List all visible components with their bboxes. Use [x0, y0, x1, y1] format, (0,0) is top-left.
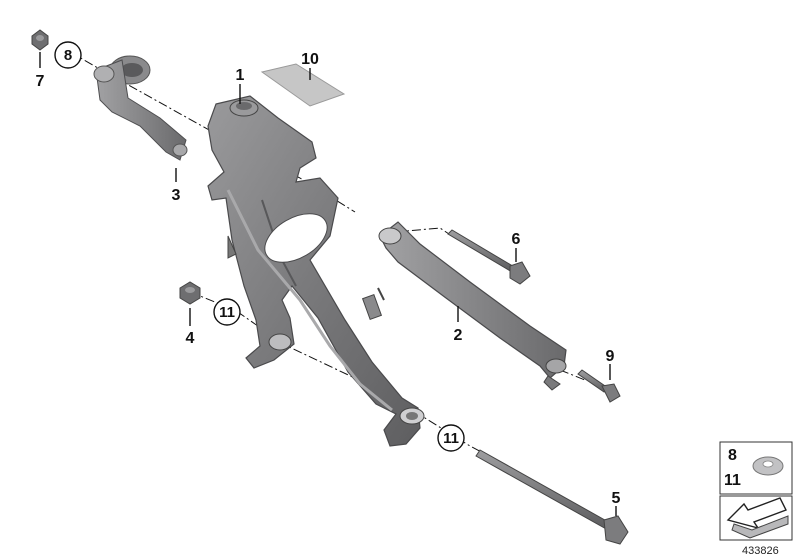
callout-4: 4	[186, 330, 195, 347]
callout-3: 3	[172, 187, 181, 204]
callout-2: 2	[454, 327, 463, 344]
callout-10: 10	[301, 51, 319, 68]
arrow-icon	[726, 497, 789, 539]
callout-1: 1	[236, 67, 245, 84]
nut-part-7	[31, 29, 49, 51]
callout-5: 5	[612, 490, 621, 507]
callout-6: 6	[512, 231, 521, 248]
callout-11b-circled: 11	[437, 424, 465, 452]
nut-part-4	[179, 281, 201, 305]
bolt-part-6	[447, 229, 531, 285]
legend: 8 11	[719, 441, 793, 541]
callout-7: 7	[36, 73, 45, 90]
callout-11b: 11	[443, 430, 459, 447]
bolt-part-5	[475, 449, 629, 545]
callout-11a: 11	[219, 304, 235, 321]
strut-part-2	[378, 221, 567, 391]
callout-8: 8	[64, 47, 72, 64]
legend-item-11: 11	[724, 472, 741, 489]
callout-9: 9	[606, 348, 615, 365]
leader-lines	[39, 52, 617, 516]
callout-8-circled: 8	[54, 41, 82, 69]
callout-11a-circled: 11	[213, 298, 241, 326]
legend-item-8: 8	[728, 447, 737, 464]
label-plate-part-10	[260, 63, 346, 107]
diagram-number: 433826	[742, 545, 779, 557]
bolt-part-9	[577, 369, 621, 403]
callouts: 1 10 3 7 6 2 4 9 5 8 11 11	[36, 41, 621, 507]
bracket-part-3	[93, 55, 188, 161]
main-frame-part-1	[207, 95, 425, 447]
